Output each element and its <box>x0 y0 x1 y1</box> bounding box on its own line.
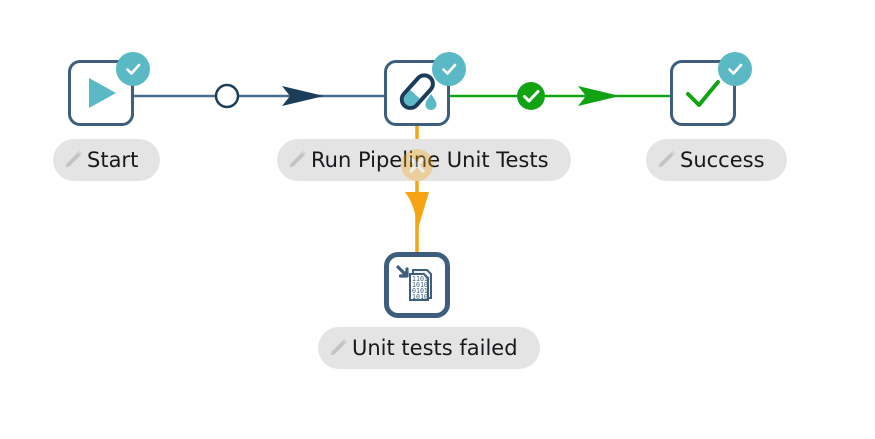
node-run-pipeline-label[interactable]: Run Pipeline Unit Tests <box>277 139 571 181</box>
node-run-pipeline-status-badge[interactable] <box>432 52 466 86</box>
edge-start-to-run-pipeline[interactable] <box>134 86 384 106</box>
node-start-label[interactable]: Start <box>53 139 161 181</box>
arrowhead-icon <box>405 192 429 232</box>
node-start[interactable] <box>68 60 134 126</box>
play-icon <box>89 78 116 108</box>
svg-text:1010: 1010 <box>412 281 428 289</box>
svg-text:0101: 0101 <box>412 287 428 295</box>
node-start-status-badge[interactable] <box>116 52 150 86</box>
orange-x-circle-icon[interactable] <box>400 148 434 182</box>
check-badge-icon <box>126 63 141 75</box>
svg-text:1010: 1010 <box>412 293 428 301</box>
check-badge-icon <box>728 63 743 75</box>
arrowhead-icon <box>282 86 324 106</box>
edge-run-pipeline-to-success[interactable] <box>450 86 670 106</box>
edit-pencil-icon <box>330 338 348 356</box>
node-unit-tests-failed-label-text: Unit tests failed <box>352 335 518 360</box>
save-binary-file-icon: 1101 1010 0101 1010 <box>396 265 432 301</box>
node-unit-tests-failed[interactable]: 1101 1010 0101 1010 <box>384 252 450 318</box>
node-success-label-text: Success <box>680 147 765 172</box>
node-success-status-badge[interactable] <box>718 52 752 86</box>
arrowhead-icon <box>578 86 620 106</box>
edit-pencil-icon <box>289 150 307 168</box>
svg-text:1101: 1101 <box>412 275 428 283</box>
edit-pencil-icon <box>65 150 83 168</box>
green-check-circle-icon[interactable] <box>514 79 548 113</box>
node-start-label-text: Start <box>87 147 139 172</box>
check-badge-icon <box>442 63 457 75</box>
node-unit-tests-failed-label[interactable]: Unit tests failed <box>318 327 540 369</box>
edit-pencil-icon <box>658 150 676 168</box>
test-tube-icon <box>399 73 437 110</box>
node-success-label[interactable]: Success <box>646 139 787 181</box>
node-run-pipeline-label-text: Run Pipeline Unit Tests <box>311 147 549 172</box>
hollow-circle-icon[interactable] <box>211 80 243 112</box>
checkmark-icon <box>686 80 720 107</box>
